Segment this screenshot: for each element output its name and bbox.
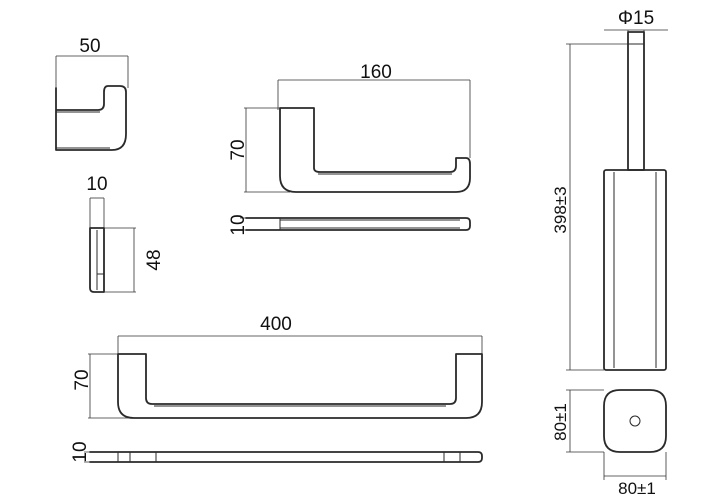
brush-handle — [627, 31, 645, 171]
holder-depth-label: 10 — [228, 214, 249, 235]
base-depth-label: 80±1 — [551, 403, 570, 441]
holder-body-outline — [279, 107, 471, 193]
brush-height-label: 398±3 — [551, 186, 570, 233]
robe-hook-front-view: 50 — [55, 36, 129, 151]
toilet-brush-front-view: Φ15 398±3 — [551, 8, 668, 371]
holder-height-label: 70 — [228, 139, 249, 160]
towel-bar-front-view: 400 70 — [72, 314, 483, 419]
bar-body-outline — [117, 353, 483, 419]
bar-side-outline — [89, 451, 483, 463]
bar-height-label: 70 — [72, 369, 93, 390]
paper-holder-side-view: 10 — [228, 214, 471, 236]
towel-bar-side-view: 10 — [70, 441, 483, 463]
brush-diameter-label: Φ15 — [618, 8, 654, 29]
brush-base-outline — [603, 389, 667, 453]
brush-holder-body — [603, 169, 667, 371]
bar-depth-label: 10 — [70, 441, 91, 462]
paper-holder-front-view: 160 70 — [228, 62, 471, 193]
toilet-brush-top-view: 80±1 80±1 — [551, 389, 667, 498]
holder-side-outline — [245, 217, 471, 231]
brush-base-hole — [629, 415, 641, 427]
hook-height-label: 48 — [144, 249, 165, 270]
holder-width-label: 160 — [360, 62, 392, 83]
hook-side-outline — [89, 227, 105, 293]
robe-hook-side-view: 10 48 — [86, 174, 165, 293]
hook-width-label: 50 — [79, 36, 100, 57]
hook-body-outline — [55, 85, 127, 151]
hook-depth-label: 10 — [86, 174, 107, 195]
base-width-label: 80±1 — [618, 479, 656, 498]
bar-width-label: 400 — [260, 314, 292, 335]
